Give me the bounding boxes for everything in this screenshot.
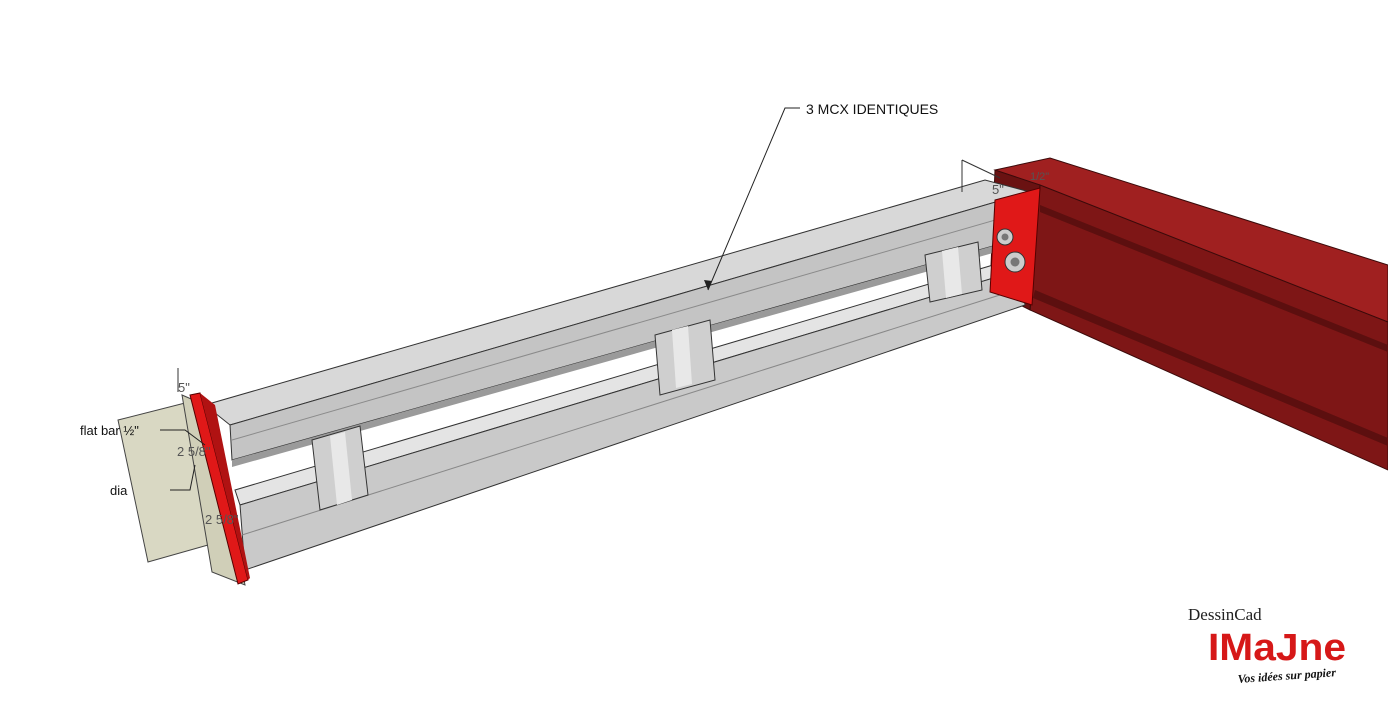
flat-bar-label: flat bar ½" (80, 423, 139, 438)
right-end-plate (989, 187, 1041, 306)
logo-top-text: DessinCad (1188, 605, 1262, 624)
dimension-marks (177, 159, 1001, 392)
dessincad-logo: DessinCad IMaJne Vos idées sur papier (1188, 605, 1347, 686)
left-end-plate (189, 392, 250, 585)
leader-line-title (704, 107, 800, 291)
logo-brand-text: IMaJne (1208, 627, 1346, 669)
dim-right-beam: 1/2" (1030, 171, 1049, 183)
top-rail (203, 179, 1033, 467)
dim-left-mid: 2 5/8" (177, 444, 211, 459)
dim-left-low: 2 5/8" (205, 512, 239, 527)
red-i-beam (989, 157, 1388, 471)
dim-right-top: 5" (992, 182, 1004, 197)
vertical-posts (311, 241, 983, 511)
leader-lines-left (160, 429, 206, 491)
bottom-rail (234, 259, 1026, 571)
dia-label: dia (110, 483, 128, 498)
dim-left-top: 5" (178, 380, 190, 395)
title-note: 3 MCX IDENTIQUES (806, 101, 938, 117)
logo-tagline: Vos idées sur papier (1237, 665, 1336, 686)
